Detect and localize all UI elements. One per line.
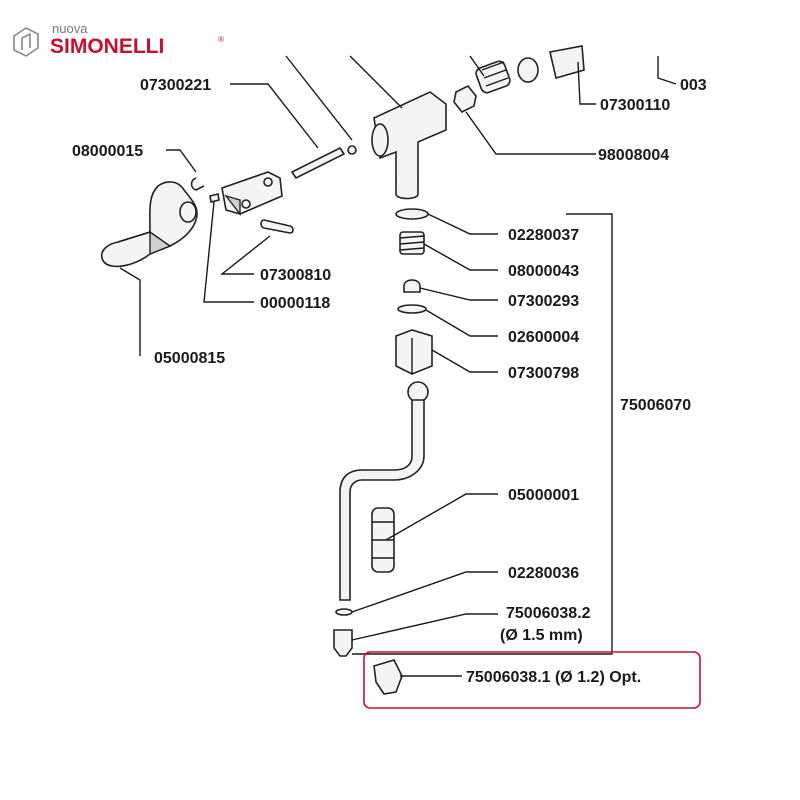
label-75006038-1-optional: 75006038.1 (Ø 1.2) Opt. (466, 669, 641, 686)
label-05000815: 05000815 (154, 350, 225, 367)
label-75006038-2-diameter: (Ø 1.5 mm) (500, 627, 583, 644)
label-07300110: 07300110 (600, 97, 670, 114)
leader-lines (119, 55, 677, 677)
label-07300293: 07300293 (508, 293, 579, 310)
hex-nut-07300798 (395, 329, 433, 375)
lever-bracket (221, 171, 283, 217)
lever-handle (100, 181, 198, 268)
small-pin (209, 193, 220, 203)
top-washer (517, 57, 539, 83)
label-07300810: 07300810 (260, 267, 331, 284)
stem-ring (347, 145, 357, 155)
cross-pin (260, 219, 294, 234)
optional-part-box (363, 651, 701, 709)
label-75006038-2: 75006038.2 (506, 605, 591, 622)
o-ring-02280036 (335, 608, 353, 616)
logo-emblem-icon (13, 27, 39, 57)
tee-valve-body (371, 91, 447, 200)
label-00000118: 00000118 (260, 295, 330, 312)
washer-02600004 (397, 304, 427, 314)
label-08000043: 08000043 (508, 263, 579, 280)
label-02280037: 02280037 (508, 227, 579, 244)
nozzle-75006038-2 (333, 629, 353, 657)
spring-08000043 (399, 231, 425, 255)
label-07300798: 07300798 (508, 365, 579, 382)
hex-nut (453, 84, 477, 114)
brand-prefix: nuova (52, 21, 88, 36)
label-02600004: 02600004 (508, 329, 579, 346)
connector-05000001 (371, 507, 395, 573)
brand-logo: nuova SIMONELLI ® (13, 21, 224, 58)
valve-stem (290, 146, 346, 180)
label-07300221: 07300221 (140, 77, 211, 94)
label-98008004: 98008004 (598, 147, 669, 164)
top-spring (475, 60, 511, 94)
retaining-clip (190, 177, 205, 191)
steam-tube (339, 381, 429, 601)
registered-mark: ® (218, 35, 224, 44)
label-05000001: 05000001 (508, 487, 579, 504)
label-02280036: 02280036 (508, 565, 579, 582)
label-08000015: 08000015 (72, 143, 143, 160)
label-003: 003 (680, 77, 707, 94)
top-fitting (549, 45, 585, 80)
nozzle-75006038-1 (373, 659, 403, 695)
brand-name: SIMONELLI (50, 35, 164, 58)
label-75006070: 75006070 (620, 397, 691, 414)
o-ring-02280037 (395, 208, 429, 220)
seal-07300293 (403, 279, 421, 293)
